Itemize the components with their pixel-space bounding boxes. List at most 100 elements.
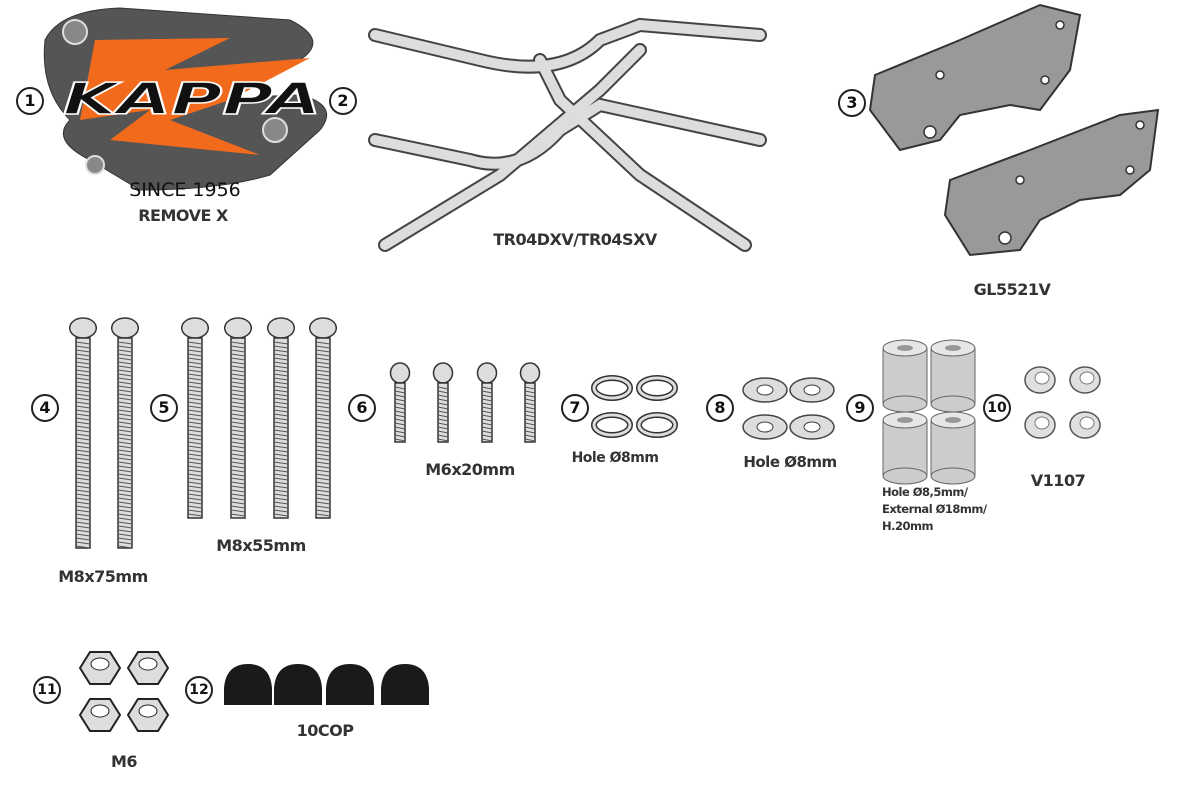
bolt-thread <box>187 469 203 473</box>
part-number-7: 7 <box>561 394 589 422</box>
bolt-thread <box>437 386 449 390</box>
bolt-thread <box>315 453 331 457</box>
bolt-m8x55-head <box>180 317 210 339</box>
bolt-thread <box>187 365 203 369</box>
bolt-thread <box>117 481 133 485</box>
bolt-thread <box>273 489 289 493</box>
bolt-thread <box>117 537 133 541</box>
bolt-thread <box>75 377 91 381</box>
bolt-thread <box>75 545 91 549</box>
bolt-thread <box>187 473 203 477</box>
bolt-thread <box>117 477 133 481</box>
bolt-thread <box>187 481 203 485</box>
bolt-thread <box>75 349 91 353</box>
bolt-thread <box>273 409 289 413</box>
bolt-thread <box>117 393 133 397</box>
bolt-thread <box>481 430 493 434</box>
bolt-thread <box>273 349 289 353</box>
bolt-thread <box>524 430 536 434</box>
bolt-thread <box>75 405 91 409</box>
part-number-3: 3 <box>838 89 866 117</box>
bolt-thread <box>315 353 331 357</box>
bolt-thread <box>117 409 133 413</box>
bolt-thread <box>117 437 133 441</box>
bolt-thread <box>117 517 133 521</box>
bolt-thread <box>315 493 331 497</box>
bolt-thread <box>230 381 246 385</box>
bolt-thread <box>75 437 91 441</box>
bolt-thread <box>230 449 246 453</box>
bolt-thread <box>437 398 449 402</box>
bolt-thread <box>117 525 133 529</box>
bolt-thread <box>187 361 203 365</box>
bolt-thread <box>394 426 406 430</box>
bolt-thread <box>187 461 203 465</box>
spacer-hole <box>897 345 913 351</box>
frame-part-2-highlight <box>370 19 765 250</box>
bolt-thread <box>187 457 203 461</box>
bolt-thread <box>117 461 133 465</box>
bolt-thread <box>230 509 246 513</box>
bolt-thread <box>187 413 203 417</box>
bolt-thread <box>273 389 289 393</box>
bolt-thread <box>187 505 203 509</box>
bolt-thread <box>75 445 91 449</box>
bolt-thread <box>315 397 331 401</box>
bolt-thread <box>230 401 246 405</box>
bolt-thread <box>230 513 246 517</box>
bolt-m8x75-head <box>68 317 98 339</box>
part-label-5: M8x55mm <box>216 536 306 555</box>
bolt-thread <box>481 422 493 426</box>
bolt-thread <box>230 445 246 449</box>
bolt-thread <box>187 429 203 433</box>
bolt-thread <box>230 357 246 361</box>
bolt-m6x20-head <box>476 362 498 384</box>
bolt-thread <box>273 437 289 441</box>
bolt-thread <box>394 402 406 406</box>
bolt-thread <box>394 398 406 402</box>
bolt-thread <box>273 505 289 509</box>
bolt-thread <box>437 406 449 410</box>
label-line: Hole Ø8,5mm/ <box>882 485 968 499</box>
bolt-thread <box>524 422 536 426</box>
bolt-thread <box>315 377 331 381</box>
bolt-thread <box>187 453 203 457</box>
bolt-m6x20-head <box>389 362 411 384</box>
bolt-thread <box>187 381 203 385</box>
bolt-thread <box>481 418 493 422</box>
bolt-thread <box>481 438 493 442</box>
bolt-thread <box>75 461 91 465</box>
bolt-thread <box>273 465 289 469</box>
bolt-thread <box>230 489 246 493</box>
part-number-6: 6 <box>348 394 376 422</box>
bolt-thread <box>75 501 91 505</box>
bolt-thread <box>273 433 289 437</box>
bolt-thread <box>315 465 331 469</box>
bolt-thread <box>75 421 91 425</box>
bolt-thread <box>187 373 203 377</box>
bolt-thread <box>117 353 133 357</box>
bolt-thread <box>481 386 493 390</box>
bolt-thread <box>481 394 493 398</box>
bolt-thread <box>117 389 133 393</box>
bolt-thread <box>117 513 133 517</box>
bolt-thread <box>273 405 289 409</box>
washer-hole <box>756 421 774 433</box>
bolt-thread <box>394 406 406 410</box>
bolt-thread <box>117 493 133 497</box>
bolt-thread <box>230 473 246 477</box>
bolt-thread <box>230 409 246 413</box>
bolt-thread <box>273 397 289 401</box>
bolt-thread <box>481 414 493 418</box>
bolt-thread <box>187 485 203 489</box>
bolt-thread <box>394 434 406 438</box>
bolt-thread <box>117 521 133 525</box>
bolt-thread <box>117 421 133 425</box>
bolt-thread <box>230 433 246 437</box>
bolt-thread <box>75 513 91 517</box>
bolt-thread <box>481 402 493 406</box>
bolt-thread <box>315 381 331 385</box>
bolt-thread <box>230 465 246 469</box>
bolt-thread <box>75 473 91 477</box>
